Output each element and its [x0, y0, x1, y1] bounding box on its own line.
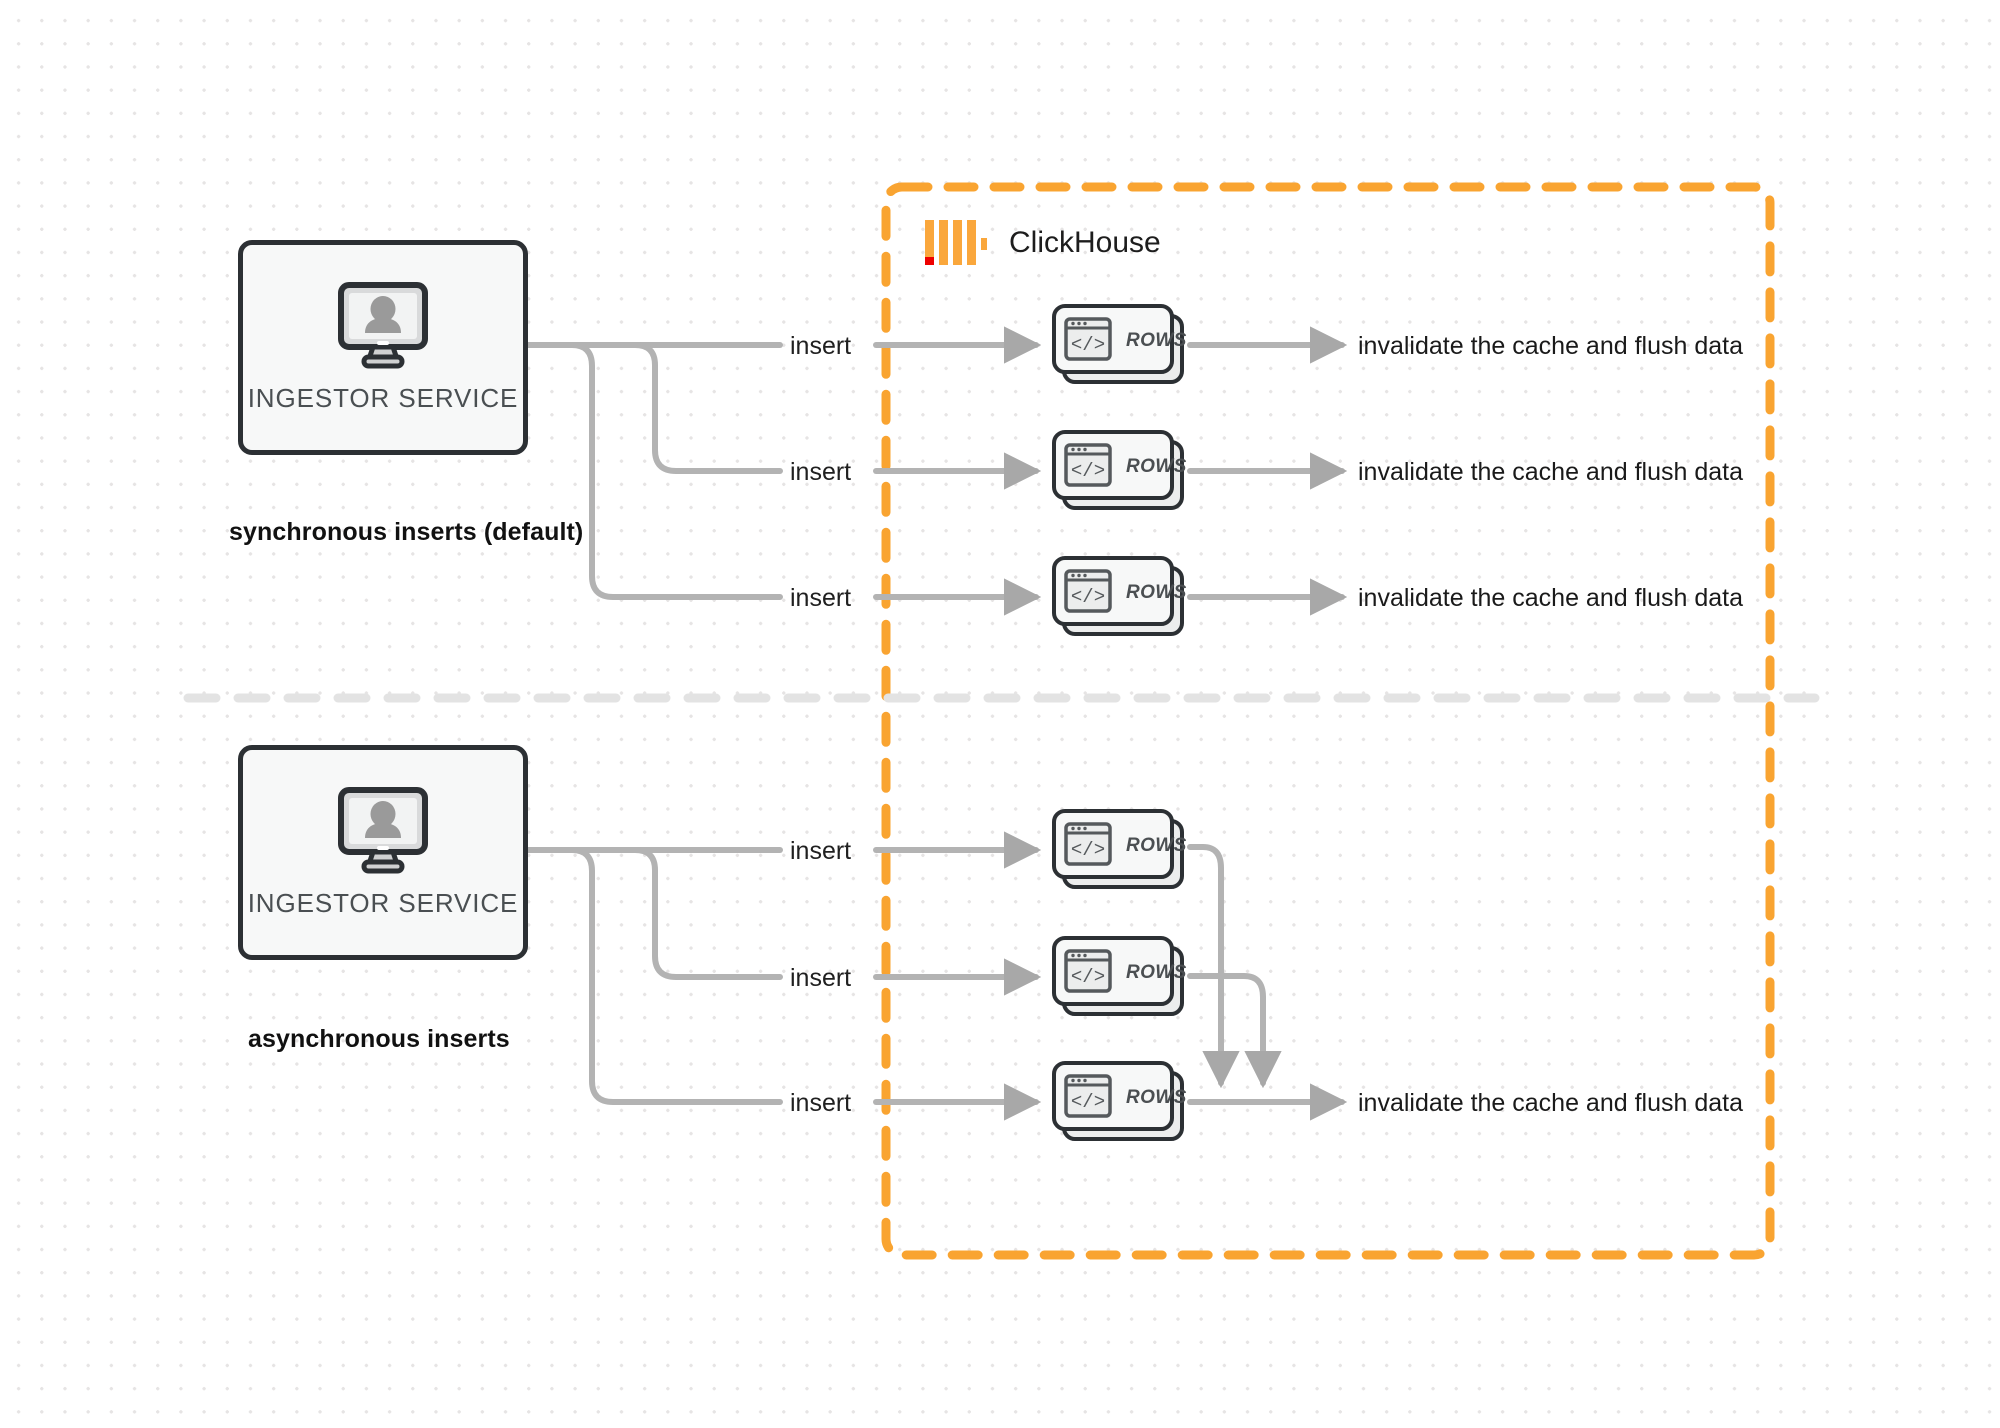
rows-card-stack: </>	[1052, 936, 1184, 1016]
rows-card-stack: </>	[1052, 304, 1184, 384]
sync-flush-label-1: invalidate the cache and flush data	[1358, 332, 1743, 360]
async-rows-node-2[interactable]: </> ROWS	[1052, 936, 1190, 1027]
sync-ingestor-service[interactable]: INGESTOR SERVICE	[238, 240, 528, 455]
rows-card-stack: </>	[1052, 809, 1184, 889]
async-branch-2	[518, 847, 783, 980]
async-insert-label-2: insert	[790, 964, 852, 992]
async-ingestor-service-label: INGESTOR SERVICE	[247, 888, 519, 918]
svg-text:</>: </>	[1071, 1091, 1105, 1113]
sync-insert-label-1: insert	[790, 332, 852, 360]
rows-card-stack: </>	[1052, 1061, 1184, 1141]
sync-rows-node-1[interactable]: </> ROWS	[1052, 304, 1190, 395]
rows-card-stack: </>	[1052, 556, 1184, 636]
svg-text:</>: </>	[1071, 586, 1105, 608]
sync-branch-2	[518, 342, 783, 474]
async-insert-label-1: insert	[790, 837, 852, 865]
sync-rows-label-3: ROWS	[1126, 582, 1187, 603]
async-converge-from-row1	[1187, 844, 1240, 1089]
async-section-label: asynchronous inserts	[248, 1025, 510, 1053]
sync-rows-label-2: ROWS	[1126, 456, 1187, 477]
async-rows-label-3: ROWS	[1126, 1087, 1187, 1108]
code-window-icon: </>	[1064, 569, 1112, 613]
svg-text:</>: </>	[1071, 966, 1105, 988]
sync-flush-label-2: invalidate the cache and flush data	[1358, 458, 1743, 486]
async-rows-label-1: ROWS	[1126, 835, 1187, 856]
async-converge-from-row2	[1187, 973, 1282, 1089]
sync-rows-node-3[interactable]: </> ROWS	[1052, 556, 1190, 647]
clickhouse-label: ClickHouse	[1009, 225, 1161, 259]
rows-card-stack: </>	[1052, 430, 1184, 510]
code-window-icon: </>	[1064, 317, 1112, 361]
sync-branch-3	[518, 342, 783, 600]
monitor-user-icon	[338, 282, 428, 369]
async-ingestor-service[interactable]: INGESTOR SERVICE	[238, 745, 528, 960]
sync-rows-label-1: ROWS	[1126, 330, 1187, 351]
sync-flush-label-3: invalidate the cache and flush data	[1358, 584, 1743, 612]
clickhouse-logo	[925, 220, 987, 265]
svg-text:</>: </>	[1071, 460, 1105, 482]
code-window-icon: </>	[1064, 1074, 1112, 1118]
async-insert-label-3: insert	[790, 1089, 852, 1117]
code-window-icon: </>	[1064, 949, 1112, 993]
async-branch-3	[518, 847, 783, 1105]
async-rows-label-2: ROWS	[1126, 962, 1187, 983]
async-rows-node-1[interactable]: </> ROWS	[1052, 809, 1190, 900]
sync-section-label: synchronous inserts (default)	[229, 518, 584, 546]
code-window-icon: </>	[1064, 443, 1112, 487]
sync-insert-label-2: insert	[790, 458, 852, 486]
monitor-user-icon	[338, 787, 428, 874]
sync-ingestor-service-label: INGESTOR SERVICE	[247, 383, 519, 413]
sync-rows-node-2[interactable]: </> ROWS	[1052, 430, 1190, 521]
clickhouse-container-border	[881, 182, 1775, 1260]
clickhouse-header: ClickHouse	[925, 220, 1161, 265]
svg-text:</>: </>	[1071, 334, 1105, 356]
svg-text:</>: </>	[1071, 839, 1105, 861]
sync-insert-label-3: insert	[790, 584, 852, 612]
code-window-icon: </>	[1064, 822, 1112, 866]
async-rows-node-3[interactable]: </> ROWS	[1052, 1061, 1190, 1152]
async-flush-label: invalidate the cache and flush data	[1358, 1089, 1743, 1117]
